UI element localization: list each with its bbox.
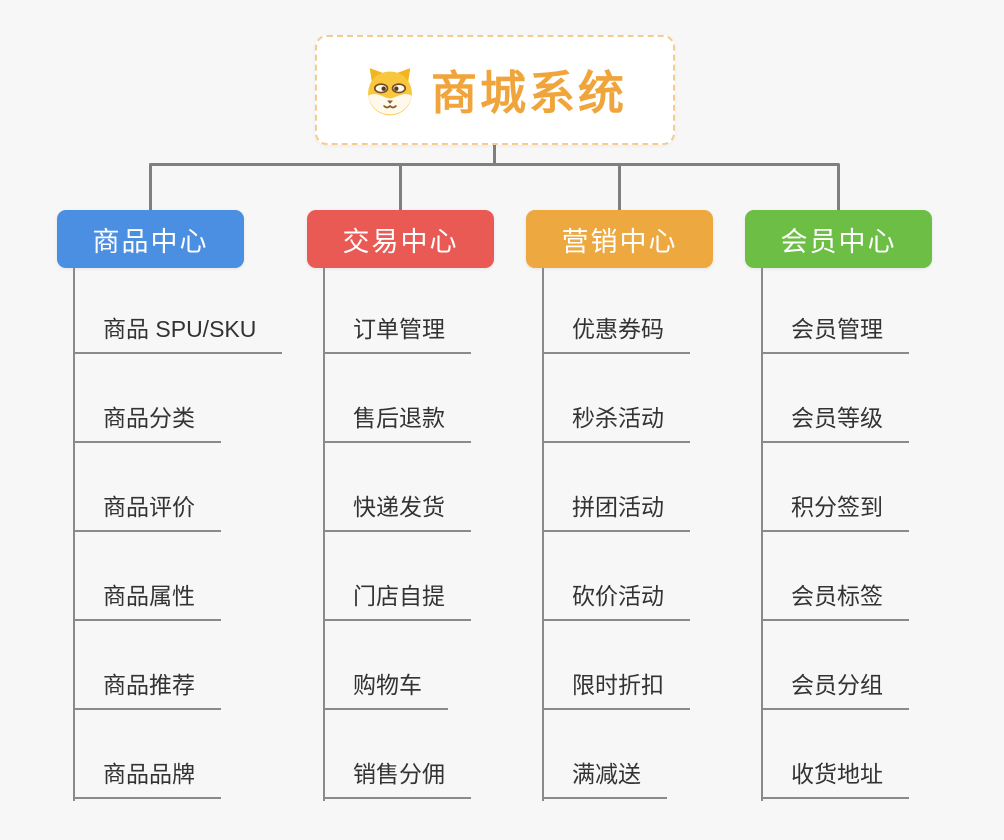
leaf-item: 商品推荐 — [73, 621, 307, 710]
root-title: 商城系统 — [431, 67, 627, 119]
leaf-label[interactable]: 积分签到 — [761, 488, 909, 532]
leaf-label[interactable]: 商品评价 — [73, 488, 221, 532]
leaf-label[interactable]: 订单管理 — [323, 310, 471, 354]
branch-items: 优惠券码 秒杀活动 拼团活动 砍价活动 限时折扣 满减送 — [542, 265, 776, 799]
leaf-label[interactable]: 会员等级 — [761, 399, 909, 443]
leaf-label[interactable]: 商品推荐 — [73, 666, 221, 710]
leaf-item: 售后退款 — [323, 354, 557, 443]
branch-items: 商品 SPU/SKU 商品分类 商品评价 商品属性 商品推荐 商品品牌 — [73, 265, 307, 799]
leaf-item: 商品 SPU/SKU — [73, 265, 307, 354]
branch-trunk-line — [323, 268, 325, 801]
branch-member-center: 会员中心 会员管理 会员等级 积分签到 会员标签 会员分组 收货地址 — [745, 210, 995, 801]
branch-node-marketing-center[interactable]: 营销中心 — [526, 210, 713, 268]
leaf-item: 商品评价 — [73, 443, 307, 532]
leaf-item: 会员分组 — [761, 621, 995, 710]
branch-items: 订单管理 售后退款 快递发货 门店自提 购物车 销售分佣 — [323, 265, 557, 799]
connector-stub-product — [149, 164, 152, 210]
leaf-item: 会员标签 — [761, 532, 995, 621]
leaf-item: 积分签到 — [761, 443, 995, 532]
leaf-item: 商品品牌 — [73, 710, 307, 799]
leaf-item: 秒杀活动 — [542, 354, 776, 443]
leaf-label[interactable]: 快递发货 — [323, 488, 471, 532]
leaf-label[interactable]: 优惠券码 — [542, 310, 690, 354]
branch-items: 会员管理 会员等级 积分签到 会员标签 会员分组 收货地址 — [761, 265, 995, 799]
leaf-label[interactable]: 会员标签 — [761, 577, 909, 621]
leaf-label[interactable]: 销售分佣 — [323, 755, 471, 799]
branch-marketing-center: 营销中心 优惠券码 秒杀活动 拼团活动 砍价活动 限时折扣 满减送 — [526, 210, 776, 801]
leaf-item: 砍价活动 — [542, 532, 776, 621]
branch-node-member-center[interactable]: 会员中心 — [745, 210, 932, 268]
leaf-item: 会员管理 — [761, 265, 995, 354]
connector-stub-member — [837, 164, 840, 210]
leaf-label[interactable]: 限时折扣 — [542, 666, 690, 710]
leaf-label[interactable]: 门店自提 — [323, 577, 471, 621]
shiba-dog-icon — [368, 68, 412, 116]
leaf-label[interactable]: 满减送 — [542, 755, 667, 799]
branch-trunk-line — [761, 268, 763, 801]
branch-node-trade-center[interactable]: 交易中心 — [307, 210, 494, 268]
leaf-item: 购物车 — [323, 621, 557, 710]
leaf-item: 商品分类 — [73, 354, 307, 443]
leaf-label[interactable]: 秒杀活动 — [542, 399, 690, 443]
connector-stub-marketing — [618, 164, 621, 210]
connector-bus — [149, 163, 840, 166]
leaf-item: 销售分佣 — [323, 710, 557, 799]
branch-node-product-center[interactable]: 商品中心 — [57, 210, 244, 268]
leaf-label[interactable]: 会员管理 — [761, 310, 909, 354]
leaf-item: 优惠券码 — [542, 265, 776, 354]
leaf-item: 商品属性 — [73, 532, 307, 621]
leaf-item: 拼团活动 — [542, 443, 776, 532]
leaf-label[interactable]: 拼团活动 — [542, 488, 690, 532]
branch-trunk-line — [542, 268, 544, 801]
branch-trade-center: 交易中心 订单管理 售后退款 快递发货 门店自提 购物车 销售分佣 — [307, 210, 557, 801]
leaf-item: 满减送 — [542, 710, 776, 799]
connector-stub-trade — [399, 164, 402, 210]
leaf-label[interactable]: 商品分类 — [73, 399, 221, 443]
leaf-label[interactable]: 会员分组 — [761, 666, 909, 710]
leaf-item: 订单管理 — [323, 265, 557, 354]
leaf-item: 会员等级 — [761, 354, 995, 443]
leaf-label[interactable]: 售后退款 — [323, 399, 471, 443]
branch-trunk-line — [73, 268, 75, 801]
leaf-item: 门店自提 — [323, 532, 557, 621]
leaf-label[interactable]: 商品品牌 — [73, 755, 221, 799]
leaf-label[interactable]: 砍价活动 — [542, 577, 690, 621]
branch-product-center: 商品中心 商品 SPU/SKU 商品分类 商品评价 商品属性 商品推荐 商品品牌 — [57, 210, 307, 801]
leaf-label[interactable]: 商品属性 — [73, 577, 221, 621]
connector-root-stub — [493, 144, 496, 165]
leaf-label[interactable]: 收货地址 — [761, 755, 909, 799]
leaf-label[interactable]: 购物车 — [323, 666, 448, 710]
leaf-label[interactable]: 商品 SPU/SKU — [73, 310, 283, 354]
root-node[interactable]: 商城系统 — [315, 35, 675, 145]
leaf-item: 限时折扣 — [542, 621, 776, 710]
leaf-item: 收货地址 — [761, 710, 995, 799]
leaf-item: 快递发货 — [323, 443, 557, 532]
